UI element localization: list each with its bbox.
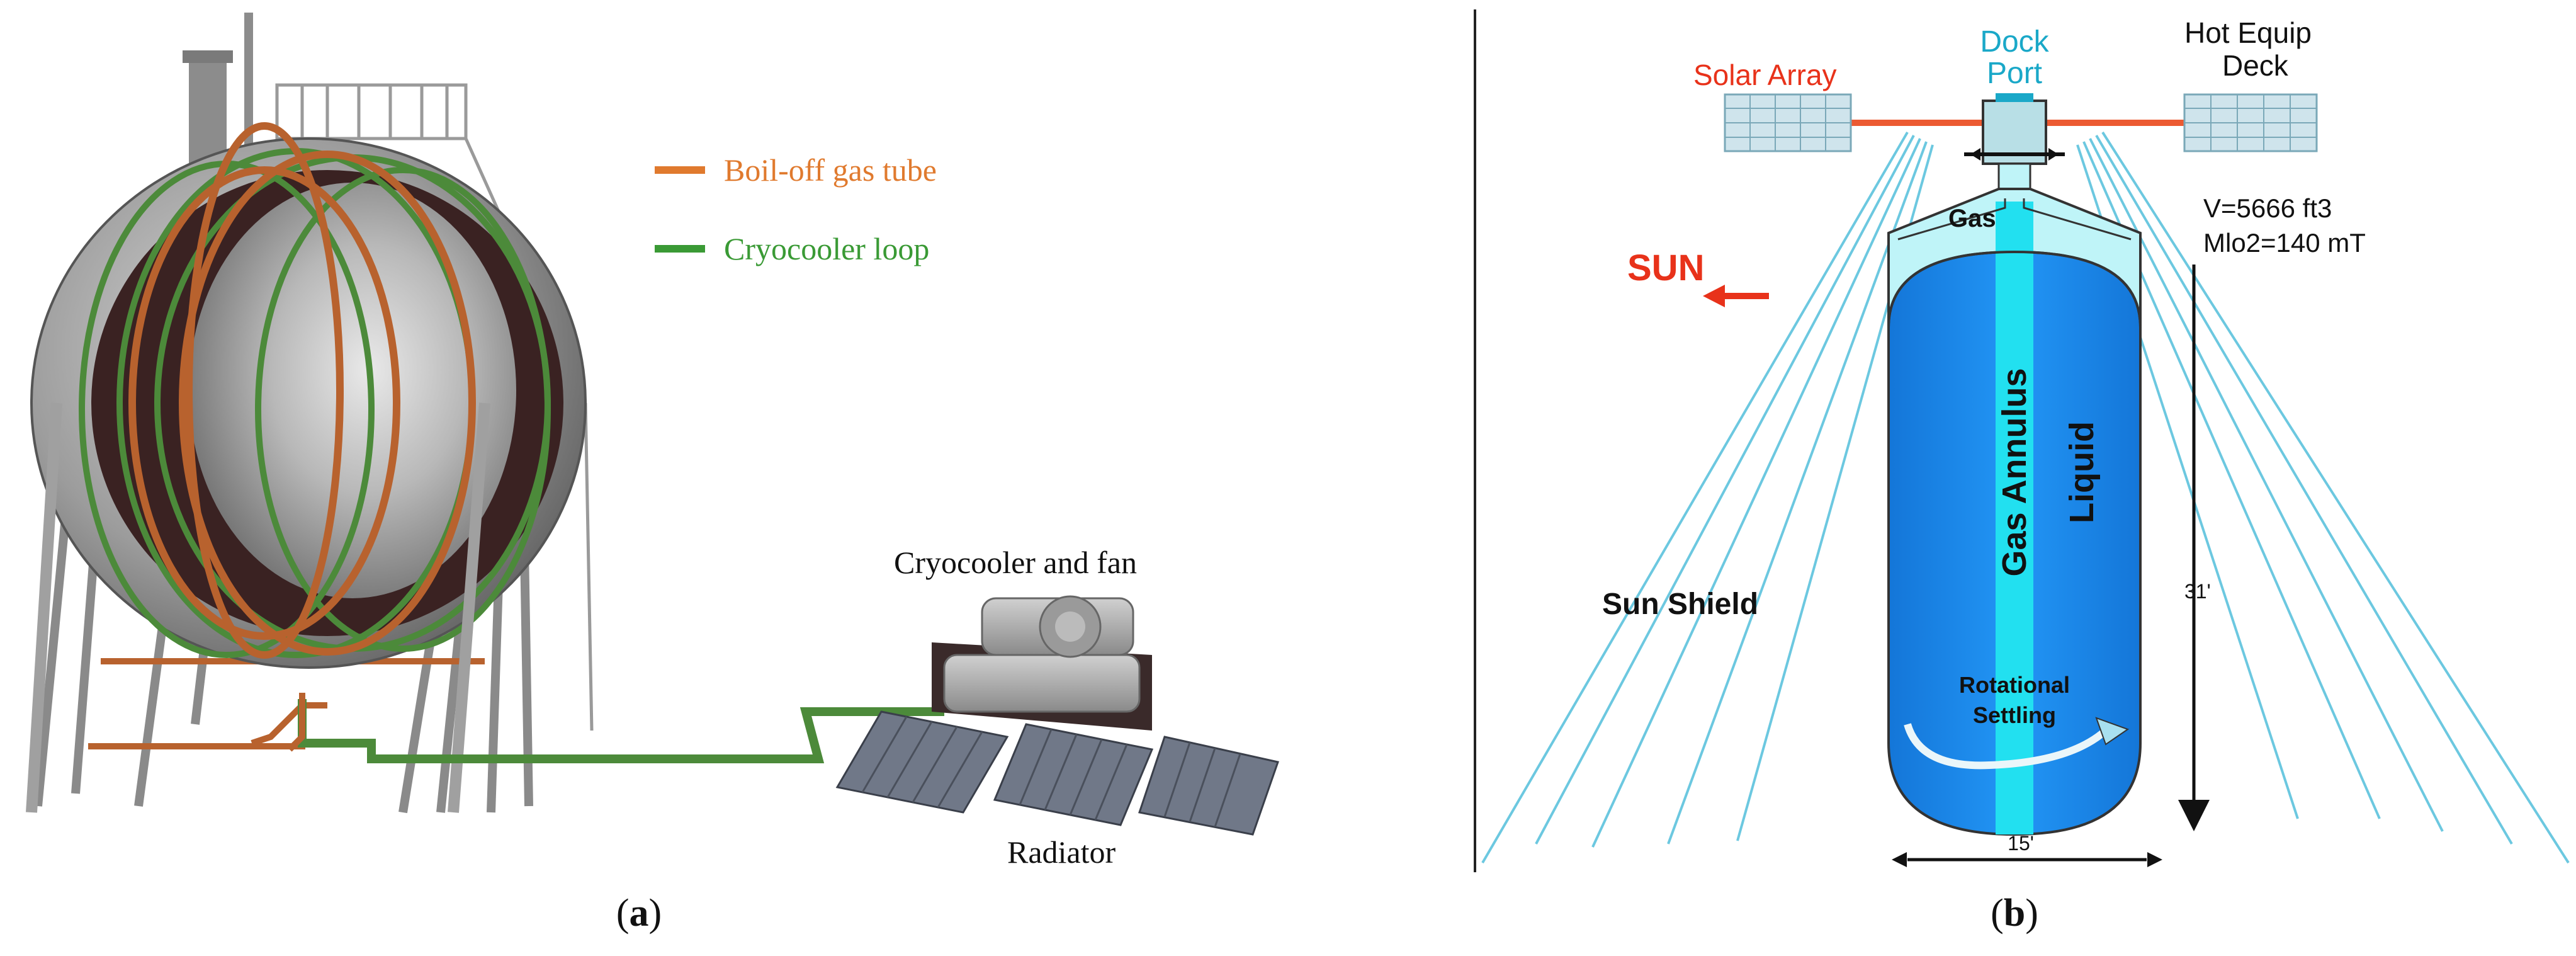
- radiator-ribs: [861, 716, 1241, 828]
- label-cryocooler-and-fan: Cryocooler and fan: [894, 545, 1137, 580]
- dock-port-module: [1964, 93, 2065, 203]
- lo2-tank: [1887, 188, 2142, 836]
- label-solar-array: Solar Array: [1693, 59, 1837, 91]
- loop-connection-lines: [287, 693, 944, 763]
- dimension-arrows: [1907, 265, 2210, 862]
- label-height: 31': [2184, 580, 2211, 603]
- label-settling: Settling: [1973, 702, 2056, 728]
- radiator-panels: [835, 710, 1279, 836]
- label-mass: Mlo2=140 mT: [2203, 228, 2366, 258]
- label-gas-annulus: Gas Annulus: [1996, 368, 2033, 576]
- label-liquid: Liquid: [2063, 421, 2101, 523]
- label-gas: Gas: [1948, 205, 1996, 232]
- caption-a: (a): [616, 892, 662, 935]
- label-sun: SUN: [1627, 248, 1704, 288]
- sun-arrow: [1703, 285, 1769, 307]
- legend-label-cryocooler: Cryocooler loop: [724, 231, 929, 266]
- label-rotational: Rotational: [1959, 672, 2070, 698]
- label-width: 15': [2008, 832, 2034, 855]
- cryocooler-unit: [932, 595, 1152, 731]
- label-sun-shield: Sun Shield: [1602, 588, 1758, 621]
- label-deck: Deck: [2222, 49, 2289, 82]
- label-radiator: Radiator: [1007, 834, 1116, 870]
- label-dock: Dock: [1980, 25, 2049, 59]
- panel-a: Boil-off gas tube Cryocooler loop Cryoco…: [26, 13, 1279, 935]
- cryo-tank: [26, 122, 587, 813]
- label-port: Port: [1987, 57, 2042, 90]
- caption-b: (b): [1991, 892, 2038, 935]
- label-hot-equip: Hot Equip: [2184, 16, 2312, 49]
- legend-label-boil-off: Boil-off gas tube: [724, 152, 937, 188]
- label-volume: V=5666 ft3: [2203, 193, 2332, 223]
- legend: Boil-off gas tube Cryocooler loop: [655, 152, 937, 266]
- solar-array: [1724, 93, 2318, 152]
- panel-b: Solar Array Dock Port Hot Equip Deck V=5…: [1481, 16, 2570, 935]
- boil-off-tube-rings: [128, 122, 476, 659]
